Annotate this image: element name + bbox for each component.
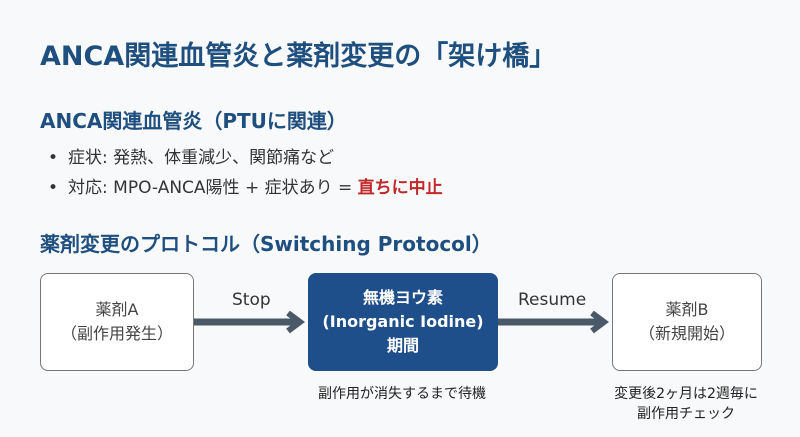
box-b-subtitle: （新規開始）	[638, 324, 735, 343]
note-b-line1: 変更後2ヶ月は2週毎に	[614, 386, 758, 402]
arrow-resume-label: Resume	[518, 290, 587, 310]
section-heading-protocol: 薬剤変更のプロトコル（Switching Protocol）	[40, 232, 492, 256]
arrow-right-icon	[498, 310, 609, 334]
mid-period: 期間	[386, 336, 419, 355]
page-title: ANCA関連血管炎と薬剤変更の「架け橋」	[40, 41, 557, 72]
box-inorganic-iodine: 無機ヨウ素 (Inorganic Iodine) 期間	[308, 273, 498, 371]
bullet-response: 対応: MPO-ANCA陽性 + 症状あり = 直ちに中止	[48, 173, 443, 198]
box-b-title: 薬剤B	[665, 300, 709, 319]
note-b-line2: 副作用チェック	[637, 406, 735, 422]
note-monitoring: 変更後2ヶ月は2週毎に 副作用チェック	[596, 384, 776, 424]
note-wait: 副作用が消失するまで待機	[318, 386, 486, 402]
box-drug-b: 薬剤B （新規開始）	[612, 273, 762, 371]
mid-subtitle: (Inorganic Iodine)	[322, 312, 484, 331]
section-heading-anca: ANCA関連血管炎（PTUに関連）	[40, 109, 347, 133]
box-drug-a: 薬剤A （副作用発生）	[40, 273, 194, 371]
arrow-right-icon	[194, 310, 305, 334]
mid-title: 無機ヨウ素	[362, 288, 443, 307]
stop-immediately-emphasis: 直ちに中止	[357, 178, 443, 198]
bullet-symptoms: 症状: 発熱、体重減少、関節痛など	[48, 143, 334, 168]
box-a-title: 薬剤A	[95, 300, 139, 319]
response-text: 対応: MPO-ANCA陽性 + 症状あり =	[68, 178, 358, 198]
arrow-stop-label: Stop	[232, 290, 271, 310]
box-a-subtitle: （副作用発生）	[60, 324, 173, 343]
